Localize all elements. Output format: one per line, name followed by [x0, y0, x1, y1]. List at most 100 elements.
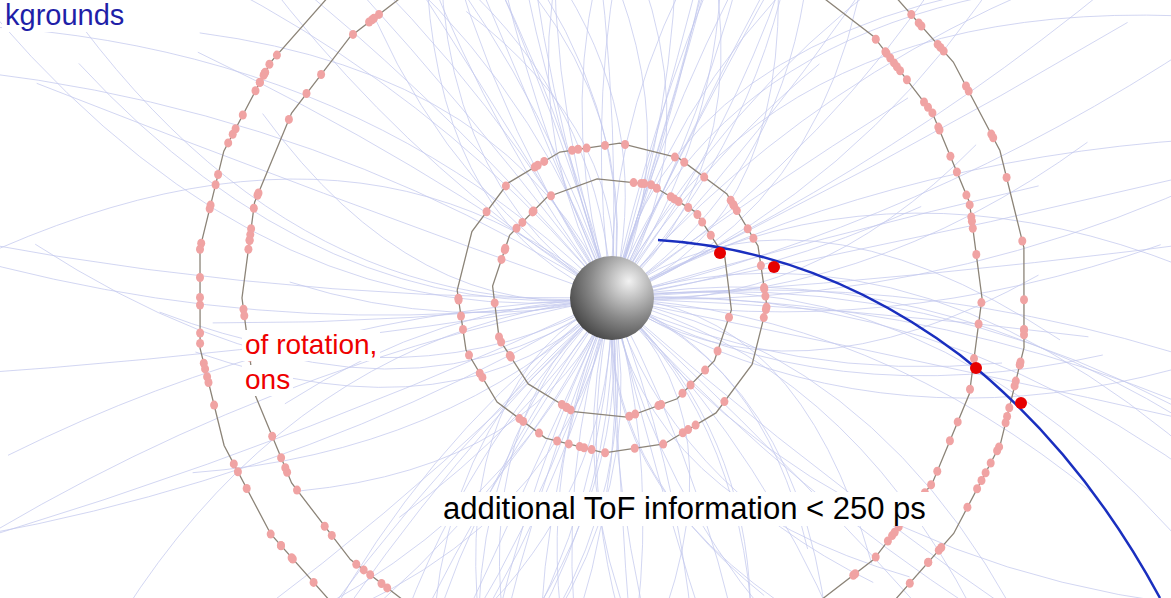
background-track: [612, 131, 1171, 298]
background-track: [612, 0, 855, 298]
background-track: [612, 298, 1002, 367]
hit-dot: [497, 338, 505, 347]
hit-dot: [529, 207, 537, 216]
hit-dot: [252, 86, 260, 95]
hit-dot: [927, 480, 935, 489]
background-track: [0, 0, 612, 298]
hit-dot: [977, 298, 985, 307]
hit-dot: [698, 218, 706, 227]
hit-dot: [491, 298, 499, 307]
tof-note: additional ToF information < 250 ps: [440, 492, 929, 526]
hit-dot: [285, 115, 293, 124]
background-track: [612, 298, 1093, 598]
background-track: [189, 0, 612, 298]
background-track: [612, 145, 976, 300]
background-track: [290, 282, 612, 313]
hit-dot: [310, 578, 318, 587]
hit-dot: [966, 200, 974, 209]
hit-dot: [250, 204, 258, 213]
background-track: [612, 298, 1171, 598]
background-track: [612, 275, 1039, 351]
hit-dot: [1020, 295, 1028, 304]
background-track: [375, 298, 612, 598]
hit-dot: [547, 191, 555, 200]
hit-dot: [196, 245, 204, 254]
background-track: [554, 0, 703, 298]
hit-dot: [553, 437, 561, 446]
background-track: [0, 298, 612, 598]
hit-dot: [1003, 173, 1011, 182]
background-track: [465, 0, 612, 298]
hit-dot: [535, 429, 543, 438]
hit-dot: [267, 530, 275, 539]
hit-dot: [563, 403, 571, 412]
background-track: [612, 245, 1161, 312]
hit-dot: [256, 78, 264, 87]
background-track: [291, 0, 618, 298]
background-track: [353, 0, 612, 298]
hit-dot: [924, 558, 932, 567]
background-track: [113, 298, 612, 598]
hit-dot: [277, 453, 285, 462]
hit-dot: [214, 170, 222, 179]
hit-dot: [1017, 357, 1025, 366]
detector-layer: [457, 143, 767, 453]
hit-dot: [246, 236, 254, 245]
signal-track: [658, 240, 1160, 598]
hit-dot: [729, 200, 737, 209]
hit-dot: [455, 296, 463, 305]
hit-dot: [261, 68, 269, 77]
hit-dot: [601, 448, 609, 457]
hit-dot: [1020, 325, 1028, 334]
background-track: [612, 0, 778, 298]
background-track: [213, 298, 612, 323]
signal-hit: [714, 247, 726, 259]
hit-dot: [244, 245, 252, 254]
background-track: [0, 298, 612, 598]
hit-dot: [621, 140, 629, 149]
hit-dot: [966, 385, 974, 394]
hit-dot: [670, 194, 678, 203]
hit-dot: [234, 467, 242, 476]
background-track: [479, 298, 612, 598]
background-track: [612, 0, 899, 298]
hit-dot: [970, 354, 978, 363]
hit-dot: [679, 428, 687, 437]
background-track: [612, 0, 1056, 298]
background-track: [300, 298, 612, 491]
hit-dot: [953, 168, 961, 177]
background-track: [612, 298, 751, 598]
hit-dot: [659, 440, 667, 449]
note-fragment: ons: [242, 365, 293, 396]
hit-dot: [978, 476, 986, 485]
hit-dot: [972, 250, 980, 259]
hit-dot: [268, 432, 276, 441]
background-track: [611, 298, 835, 598]
background-track: [79, 63, 612, 300]
background-track: [612, 205, 1171, 298]
hit-dot: [973, 484, 981, 493]
hit-dot: [1005, 403, 1013, 412]
hit-dot: [366, 570, 374, 579]
background-track: [612, 0, 846, 298]
background-track: [129, 0, 612, 298]
hit-dot: [502, 181, 510, 190]
hit-dot: [687, 381, 695, 390]
hit-dot: [534, 161, 542, 170]
hit-dot: [281, 463, 289, 472]
hit-dot: [934, 123, 942, 132]
background-track: [554, 0, 667, 298]
background-track: [612, 240, 1060, 340]
hit-dot: [993, 446, 1001, 455]
background-track: [0, 298, 612, 598]
hit-dot: [963, 503, 971, 512]
hit-dot: [277, 541, 285, 550]
hit-dot: [349, 30, 357, 39]
hit-dot: [701, 366, 709, 375]
background-track: [291, 0, 612, 298]
hit-dot: [946, 436, 954, 445]
hit-dot: [907, 10, 915, 19]
background-track: [612, 298, 1171, 598]
hit-dot: [273, 51, 281, 60]
hit-dot: [749, 234, 757, 243]
